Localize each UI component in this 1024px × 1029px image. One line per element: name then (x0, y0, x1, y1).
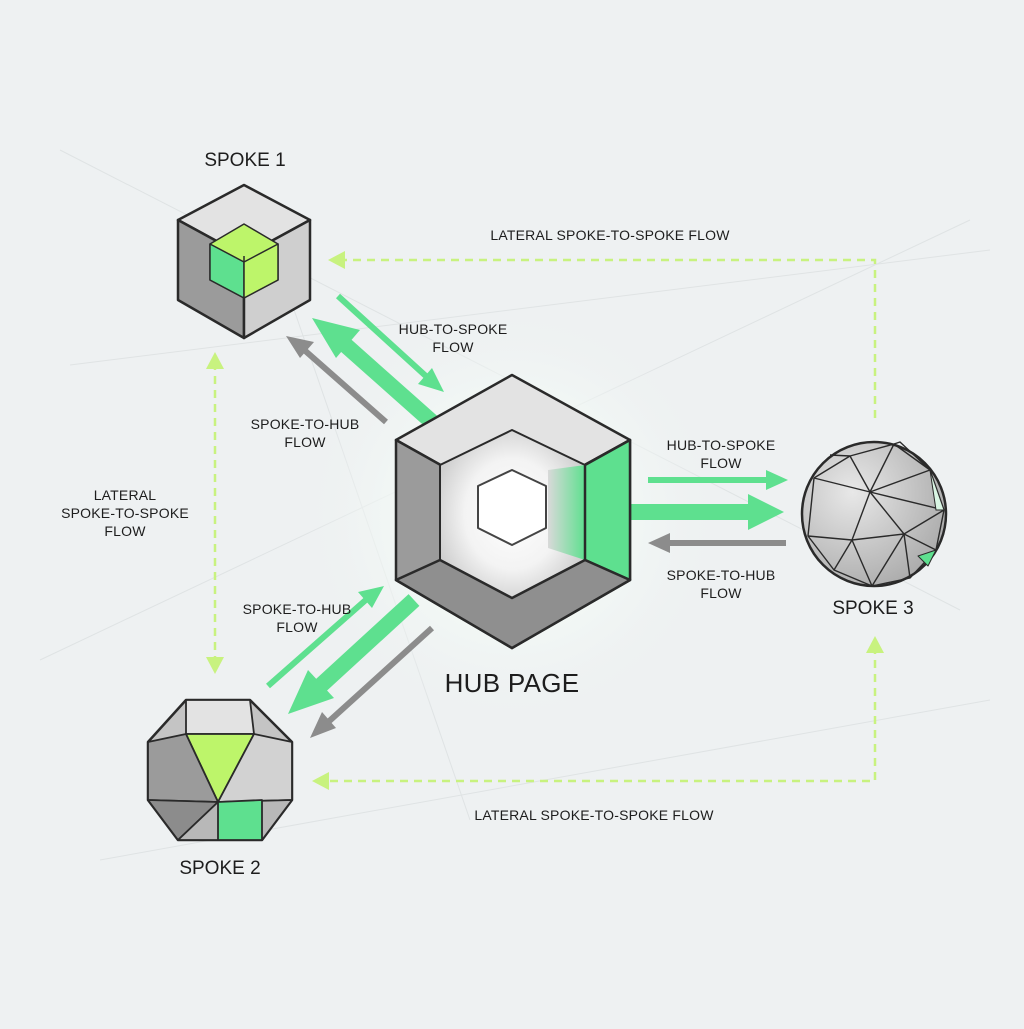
spoke2-polyhedron (146, 698, 294, 842)
arrowhead-left-top (328, 251, 345, 269)
lateral-flow-top-label: LATERAL SPOKE-TO-SPOKE FLOW (490, 227, 730, 243)
lateral-flow-bottom-label: LATERAL SPOKE-TO-SPOKE FLOW (474, 807, 714, 823)
lateral-flow-left-label: LATERAL SPOKE-TO-SPOKE FLOW (61, 487, 189, 539)
spoke1-arrows (286, 293, 444, 428)
spoke3-label: SPOKE 3 (832, 598, 914, 619)
hub-title: HUB PAGE (444, 668, 580, 698)
spoke2-to-hub-label: SPOKE-TO-HUB FLOW (242, 601, 352, 635)
spoke1-label: SPOKE 1 (204, 150, 286, 171)
hub-right-green-face (583, 438, 632, 582)
hub-core-hexagon (477, 469, 547, 546)
arrowhead-down-spoke2 (206, 657, 224, 674)
hub-to-spoke1-label: HUB-TO-SPOKE FLOW (398, 321, 508, 355)
hub-cavity-floor (394, 558, 632, 650)
arrowhead-left-bottom (312, 772, 329, 790)
spoke3-to-hub-label: SPOKE-TO-HUB FLOW (666, 567, 776, 601)
spoke3-arrows (630, 470, 788, 553)
arrowhead-up-spoke1 (206, 352, 224, 369)
lateral-flow-lines (213, 258, 877, 783)
arrowhead-up-spoke3 (866, 636, 884, 653)
spoke2-label: SPOKE 2 (179, 858, 261, 879)
spoke1-to-hub-label: SPOKE-TO-HUB FLOW (250, 416, 360, 450)
lateral-flow-bottom-line (320, 646, 877, 783)
lateral-arrowheads (206, 251, 884, 790)
hub-to-spoke3-label: HUB-TO-SPOKE FLOW (666, 437, 776, 471)
hub-cavity-green-wall (548, 465, 585, 560)
hub-cube (394, 373, 632, 650)
spoke1-cube (176, 183, 312, 340)
lateral-flow-top-line (336, 258, 877, 418)
spoke2-arrows (266, 586, 435, 738)
spoke3-sphere (800, 440, 948, 588)
